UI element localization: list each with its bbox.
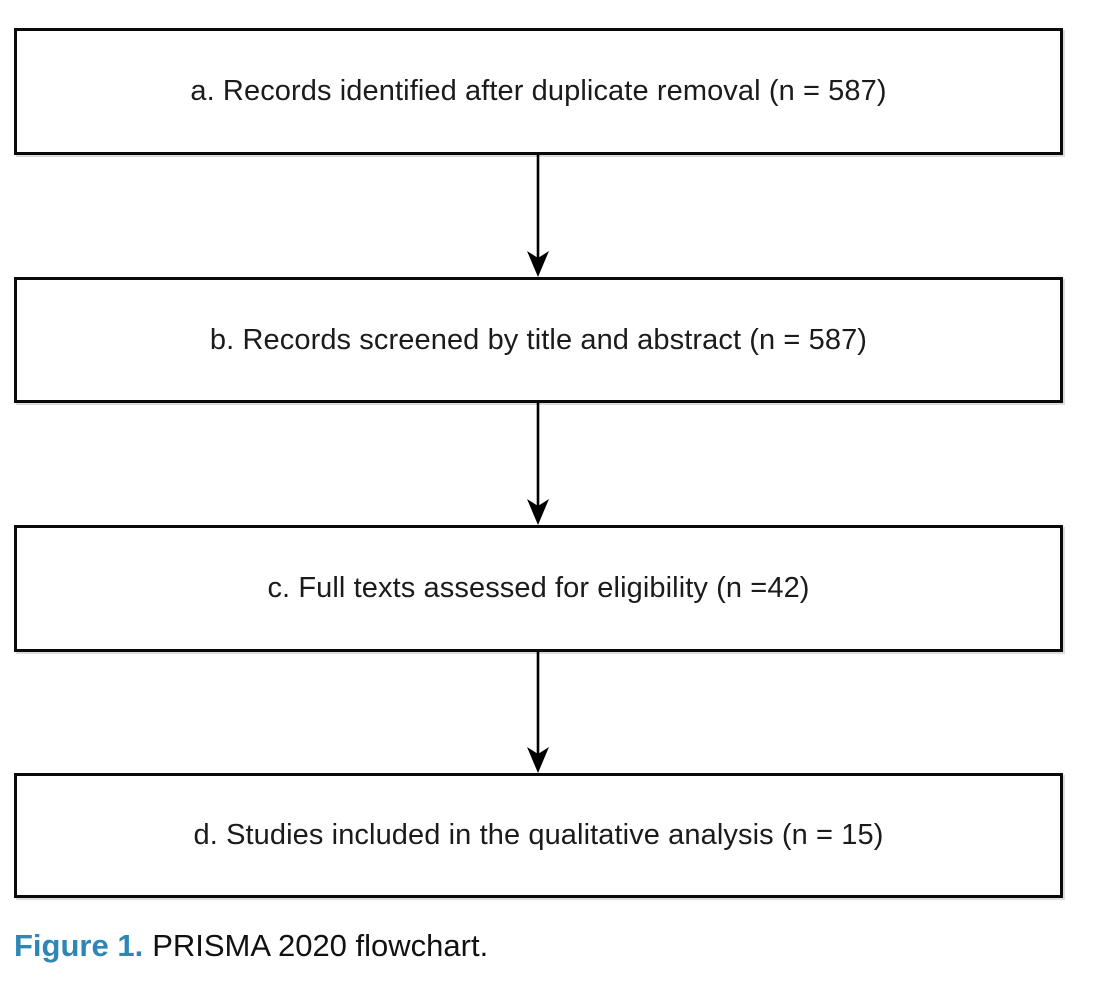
figure-caption: Figure 1.PRISMA 2020 flowchart. xyxy=(14,928,488,964)
flow-box-records-screened: b. Records screened by title and abstrac… xyxy=(14,277,1063,403)
flow-box-records-identified: a. Records identified after duplicate re… xyxy=(14,28,1063,155)
down-arrow xyxy=(527,403,549,525)
down-arrow xyxy=(527,155,549,277)
flow-box-label: b. Records screened by title and abstrac… xyxy=(209,323,868,356)
flow-box-full-texts-assessed: c. Full texts assessed for eligibility (… xyxy=(14,525,1063,652)
caption-label: Figure 1. xyxy=(14,928,144,963)
flow-box-label: d. Studies included in the qualitative a… xyxy=(193,819,884,851)
flow-box-studies-included: d. Studies included in the qualitative a… xyxy=(14,773,1063,898)
flow-box-label: c. Full texts assessed for eligibility (… xyxy=(267,572,810,604)
down-arrow xyxy=(527,652,549,773)
flow-box-label: a. Records identified after duplicate re… xyxy=(190,75,887,107)
caption-text: PRISMA 2020 flowchart. xyxy=(152,928,489,963)
